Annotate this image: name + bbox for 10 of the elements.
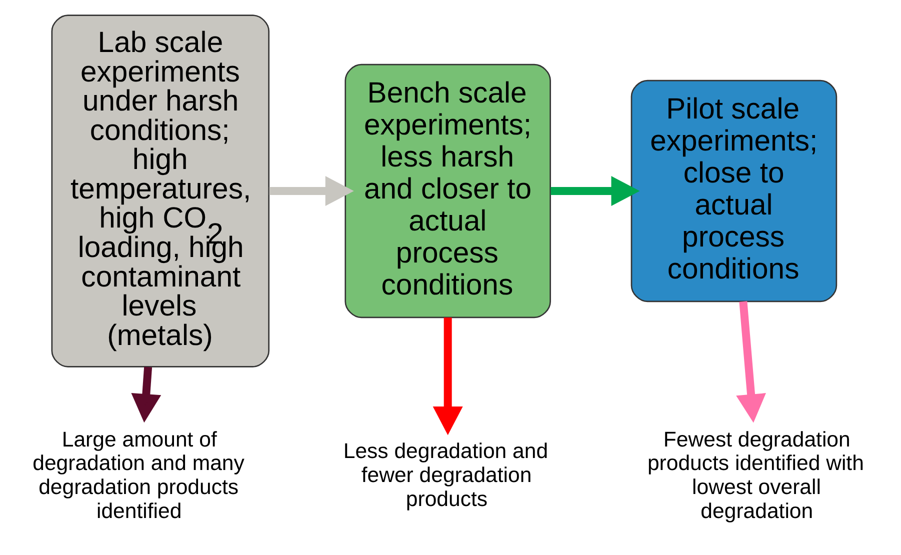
node-box: Pilot scale experiments; close to actual process conditions — [630, 80, 838, 302]
node-box: Bench scale experiments; less harsh and closer to actual process conditions — [344, 64, 551, 318]
node-text: Large amount of degradation and many degradation products identified — [32, 427, 244, 524]
arrow — [131, 366, 162, 423]
node-text: Less degradation and fewer degradation products — [343, 439, 548, 512]
arrow — [432, 317, 463, 436]
arrow — [269, 176, 354, 206]
arrow — [736, 301, 766, 423]
node-text: Fewest degradation products identified with lowest overall degradation — [647, 427, 864, 524]
arrow — [550, 176, 640, 206]
